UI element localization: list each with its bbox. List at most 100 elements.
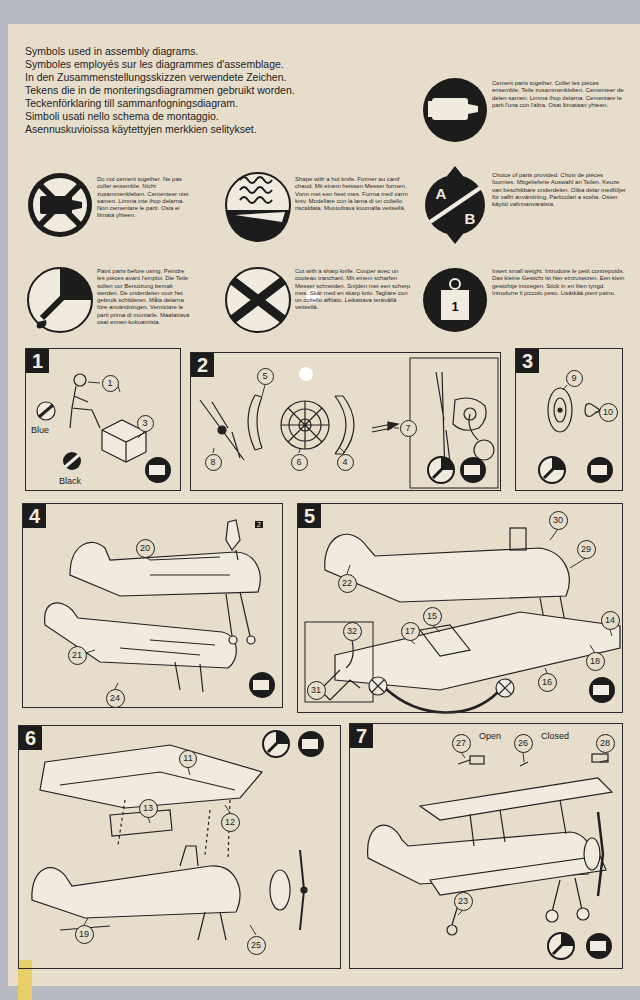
callout-number: 26 — [514, 734, 533, 753]
leader-line — [347, 529, 612, 673]
completed-biplane — [598, 812, 603, 896]
legend-text: Insert small weight. Introduire le petit… — [492, 268, 627, 297]
step-number: 2 — [191, 353, 214, 377]
colour-note: Closed — [540, 731, 570, 741]
no-cement-symbol — [38, 183, 82, 227]
callout-number: 20 — [136, 539, 155, 558]
completed-biplane — [470, 800, 566, 846]
x-marker — [496, 679, 514, 697]
leader-line — [213, 385, 399, 453]
panel-icons — [548, 933, 574, 959]
callout-number: 24 — [106, 689, 125, 708]
callout-number: 11 — [179, 750, 197, 768]
leader-line — [84, 382, 612, 935]
weight-number: 1 — [451, 299, 458, 314]
callout-number: 28 — [596, 734, 615, 753]
choice-letter: B — [465, 210, 476, 227]
fuselage-halves — [175, 592, 250, 692]
heading-line: Teckenförklaring till sammanfogningsdiag… — [25, 97, 238, 110]
callout-number: 14 — [601, 611, 620, 630]
pilot-figure — [74, 374, 86, 386]
heading-line: Asennuskuvioissa käytettyjen merkkien se… — [25, 123, 257, 136]
fuselage-wing-assembly — [346, 640, 353, 668]
callout-number: 3 — [137, 415, 154, 432]
x-marker — [369, 677, 514, 713]
panel-icons — [249, 672, 275, 698]
colour-note: Open — [478, 731, 502, 741]
choice-symbol — [425, 166, 485, 244]
heading-line: Symboles employés sur les diagrammes d'a… — [25, 58, 284, 71]
fuselage-halves — [120, 640, 215, 655]
hot-knife-symbol — [226, 210, 290, 242]
callout-number: 27 — [452, 734, 471, 753]
engine-parts — [281, 401, 329, 449]
engine-parts — [410, 358, 498, 488]
legend-text: Shape with a hot knife. Former au canif … — [295, 176, 415, 212]
callout-number: 6 — [291, 454, 308, 471]
heading-line: In den Zusammenstellungsskizzen verwende… — [25, 71, 286, 84]
callout-number: 29 — [577, 540, 596, 559]
panel-icons — [587, 457, 613, 483]
pilot-figure — [70, 386, 100, 428]
weight-symbol — [423, 268, 487, 332]
wheel-parts — [548, 388, 572, 432]
callout-number: 1 — [102, 375, 119, 392]
fuselage-wing-assembly — [305, 622, 373, 702]
no-cement-symbol — [28, 173, 92, 237]
no-cement-symbol — [28, 173, 92, 237]
panel-icons — [589, 677, 615, 703]
step-number: 5 — [298, 504, 321, 528]
callout-number: 12 — [221, 813, 240, 832]
legend-text: Paint parts before using. Peindre les pi… — [97, 268, 193, 326]
hot-knife-symbol — [226, 173, 290, 242]
colour-note: Black — [58, 476, 82, 486]
completed-biplane — [447, 925, 457, 935]
cement-symbol — [468, 104, 478, 114]
callout-number: 22 — [338, 574, 357, 593]
panel-icons — [544, 464, 558, 478]
fuselage-halves — [229, 636, 237, 644]
fuselage-wing-assembly — [420, 625, 470, 656]
legend-text: Choice of parts provided. Choix de pièce… — [492, 172, 627, 208]
exploded-biplane — [32, 866, 240, 918]
wheel-parts — [585, 404, 600, 417]
no-cement-symbol — [72, 200, 82, 210]
callout-number: 13 — [139, 799, 158, 818]
wheel-parts — [558, 408, 562, 412]
engine-parts — [335, 396, 354, 454]
step-number: 3 — [516, 349, 539, 373]
cut-symbol — [232, 280, 284, 320]
panel-icons — [460, 457, 486, 483]
completed-biplane — [458, 760, 608, 766]
callout-number: 9 — [566, 370, 583, 387]
engine-parts — [388, 422, 398, 430]
choice-symbol — [425, 175, 485, 235]
panel-icons — [586, 933, 612, 959]
exploded-biplane — [270, 870, 290, 910]
engine-parts — [281, 401, 329, 449]
weight-symbol — [441, 290, 469, 320]
choice-letter: A — [436, 185, 447, 202]
step-panel: 4 — [22, 503, 283, 708]
x-marker — [372, 680, 384, 692]
panel-icons — [553, 940, 567, 954]
callout-number: 25 — [247, 936, 266, 955]
x-marker — [385, 688, 498, 713]
panel-icons — [253, 680, 269, 690]
panel-icons — [428, 457, 454, 483]
cement-symbol — [428, 101, 432, 117]
no-cement-symbol — [33, 178, 87, 232]
fuselage-wing-assembly — [325, 534, 569, 602]
heading-line: Simboli usati nello schema de montaggio. — [25, 110, 219, 123]
panel-icons — [539, 457, 565, 483]
engine-parts — [469, 414, 478, 440]
paint-dot-icon — [37, 402, 81, 470]
callout-number: 5 — [257, 368, 274, 385]
fuselage-wing-assembly — [305, 528, 620, 702]
panel-icons — [268, 738, 282, 752]
callout-number: 10 — [599, 403, 618, 422]
fuselage-halves — [226, 520, 240, 550]
wheel-parts — [554, 398, 566, 422]
panel-icons — [593, 685, 609, 695]
cement-symbol — [423, 78, 487, 142]
